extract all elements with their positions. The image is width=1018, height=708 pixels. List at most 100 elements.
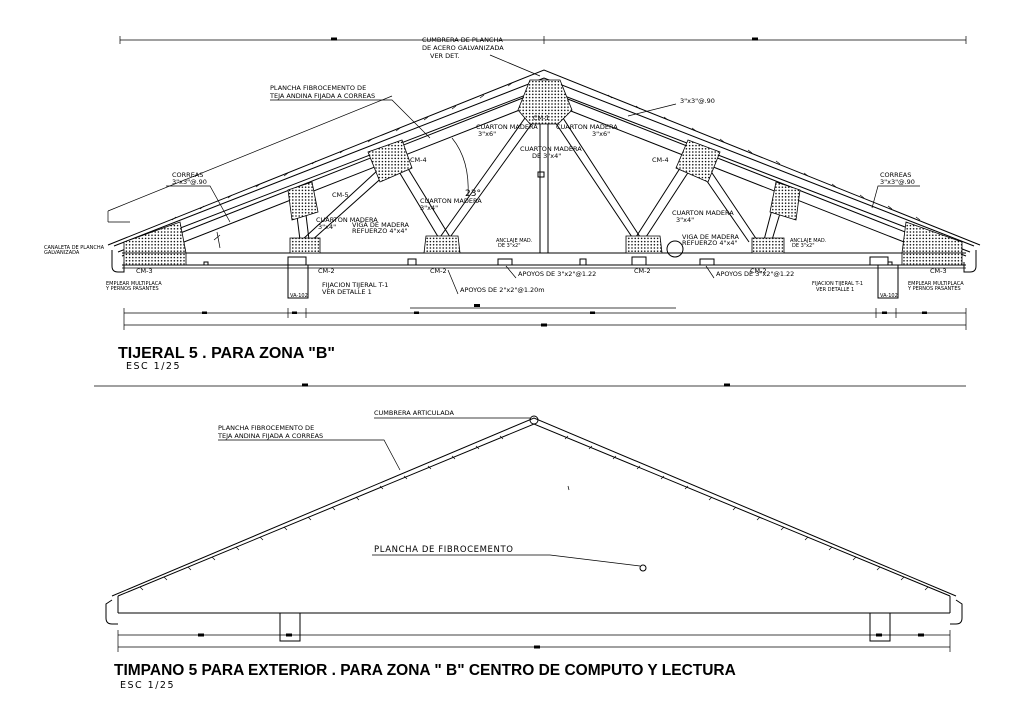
viga-left-2: REFUERZO 4"x4" xyxy=(352,227,407,235)
left-corrugation-ticks xyxy=(171,82,921,221)
gable-sheet-leader xyxy=(218,439,401,471)
cm2-label-d: CM-2 xyxy=(750,267,767,275)
ridge-label-2: DE ACERO GALVANIZADA xyxy=(422,44,504,52)
fijacion-right-1: FIJACION TIJERAL T-1 xyxy=(812,281,863,287)
empalme-right-2: Y PERNOS PASANTES xyxy=(907,286,961,292)
correas-left-leader xyxy=(166,185,231,223)
truss-elevation: 23° CUMBRERA DE PLANCHA DE ACERO GALVANI… xyxy=(44,36,981,372)
apoyos-right-label: APOYOS DE 3"x2"@1.22 xyxy=(716,270,794,278)
purlin-right-leader xyxy=(627,103,677,117)
qm-right-1: CUARTON MADERA xyxy=(672,209,734,217)
apoyos-left-label: APOYOS DE 3"x2"@1.22 xyxy=(518,270,596,278)
apoyos-right-leader xyxy=(705,265,715,279)
gable-elevation: CUMBRERA ARTICULADA PLANCHA FIBROCEMENTO… xyxy=(94,383,966,691)
apoyos-left-leader xyxy=(505,265,517,279)
gable-panel-marker xyxy=(639,564,647,572)
anclaje-right-2: DE 3"x2" xyxy=(792,243,815,249)
gable-gutter-right xyxy=(950,599,963,625)
gable-scale: ESC 1/25 xyxy=(120,680,175,691)
sheet-label-1: PLANCHA FIBROCEMENTO DE xyxy=(270,84,366,92)
cm2-label-c: CM-2 xyxy=(634,267,651,275)
gable-center-tick xyxy=(567,485,570,491)
gable-title: TIMPANO 5 PARA EXTERIOR . PARA ZONA " B"… xyxy=(114,662,736,679)
anclaje-left-2: DE 3"x2" xyxy=(498,243,521,249)
qm-right-2: 3"x4" xyxy=(676,216,694,224)
viga-right-1: VIGA DE MADERA xyxy=(682,233,740,241)
sheet-label-2: TEJA ANDINA FIJADA A CORREAS xyxy=(269,92,375,100)
va-left-label: VA-102 xyxy=(290,293,308,299)
gable-post-left xyxy=(279,612,301,642)
cm5-label: CM-5 xyxy=(332,191,349,199)
qm-top-left-2: 3"x6" xyxy=(478,130,496,138)
correas-left-1: CORREAS xyxy=(172,171,203,179)
ridge-cap xyxy=(529,415,539,425)
gable-ridge-label: CUMBRERA ARTICULADA xyxy=(374,409,455,417)
cm3-label-right: CM-3 xyxy=(930,267,947,275)
correas-right-1: CORREAS xyxy=(880,171,911,179)
qm-mid-left-1: CUARTON MADERA xyxy=(420,197,482,205)
cm2-label-a: CM-2 xyxy=(318,267,335,275)
purlin-right-dim: 3"x3"@.90 xyxy=(680,97,715,105)
gable-bottom-dimension xyxy=(117,630,951,652)
qm-top-right-2: 3"x6" xyxy=(592,130,610,138)
gable-panel-label: PLANCHA DE FIBROCEMENTO xyxy=(374,545,514,555)
truss-title: TIJERAL 5 . PARA ZONA "B" xyxy=(118,345,335,362)
chord-blocks xyxy=(203,171,893,266)
web-members xyxy=(294,105,785,253)
qm-center-2: DE 3"x4" xyxy=(532,152,561,160)
va-right-label: VA-102 xyxy=(880,293,898,299)
cm1-label: CM-1 xyxy=(533,114,550,122)
top-chord-right xyxy=(547,91,967,265)
qm-mid-left-2: 3"x4" xyxy=(420,204,438,212)
qm-top-right-1: CUARTON MADERA xyxy=(556,123,618,131)
roof-sheeting xyxy=(107,69,981,253)
canaleta-label-1: CANALETA DE PLANCHA xyxy=(44,245,105,251)
anclaje-left-1: ANCLAJE MAD. xyxy=(496,238,533,244)
top-chord-left xyxy=(121,91,541,265)
ridge-label-1: CUMBRERA DE PLANCHA xyxy=(422,36,503,44)
cm2-label-b: CM-2 xyxy=(430,267,447,275)
gutter-left xyxy=(111,250,125,273)
gable-shingle-ticks xyxy=(139,435,929,591)
fijacion-label-1: FIJACION TIJERAL T-1 xyxy=(322,281,388,289)
qm-lower-left-2: 3"x4" xyxy=(318,223,336,231)
viga-left-1: VIGA DE MADERA xyxy=(352,221,410,229)
qm-center-1: CUARTON MADERA xyxy=(520,145,582,153)
gable-sheet-label-1: PLANCHA FIBROCEMENTO DE xyxy=(218,424,314,432)
gutter-right xyxy=(963,250,977,273)
ridge-label-3: VER DET. xyxy=(430,52,460,60)
gable-sheet-label-2: TEJA ANDINA FIJADA A CORREAS xyxy=(217,432,323,440)
cm4-label-left: CM-4 xyxy=(410,156,427,164)
apoyos-center-label: APOYOS DE 2"x2"@1.20m xyxy=(460,286,545,294)
cm4-label-right: CM-4 xyxy=(652,156,669,164)
empalme-left-2: Y PERNOS PASANTES xyxy=(105,286,159,292)
qm-top-left-1: CUARTON MADERA xyxy=(476,123,538,131)
correas-left-2: 3"x3"@.90 xyxy=(172,178,207,186)
qm-lower-left-1: CUARTON MADERA xyxy=(316,216,378,224)
cm3-label-left: CM-3 xyxy=(136,267,153,275)
empalme-right-1: EMPLEAR MULTIPLACA xyxy=(908,281,964,287)
gable-top-dimension xyxy=(94,383,966,387)
apoyos-center-leader xyxy=(447,269,459,295)
support-posts xyxy=(287,264,899,299)
top-dimension-line xyxy=(119,36,967,44)
empalme-left-1: EMPLEAR MULTIPLACA xyxy=(106,281,162,287)
ridge-leader xyxy=(489,54,541,77)
gusset-plates xyxy=(123,79,963,266)
truss-scale: ESC 1/25 xyxy=(126,361,181,372)
viga-right-2: REFUERZO 4"x4" xyxy=(682,239,737,247)
fijacion-label-2: VER DETALLE 1 xyxy=(322,288,372,296)
bottom-chord xyxy=(122,252,966,269)
anclaje-right-1: ANCLAJE MAD. xyxy=(790,238,827,244)
gable-gutter-left xyxy=(105,599,118,625)
sheet-leader xyxy=(270,99,431,139)
correas-right-2: 3"x3"@.90 xyxy=(880,178,915,186)
slope-marker xyxy=(213,231,221,249)
angle-label: 23° xyxy=(465,189,481,199)
gable-post-right xyxy=(869,612,891,642)
correas-right-leader xyxy=(871,185,920,209)
canaleta-label-2: GALVANIZADA xyxy=(44,250,80,256)
gable-panel-leader xyxy=(372,554,641,567)
